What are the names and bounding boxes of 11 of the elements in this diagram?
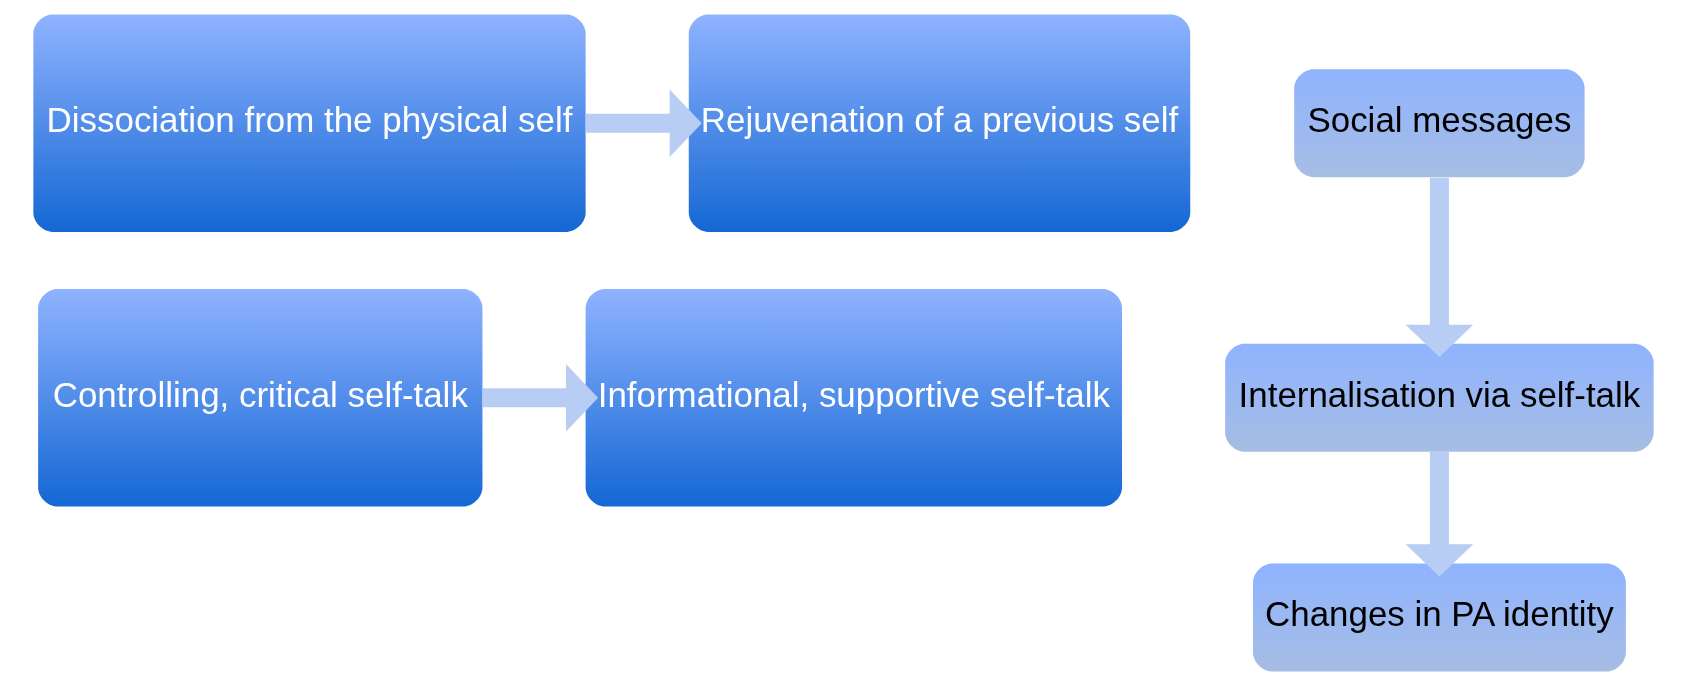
node-box: Informational, supportive self-talk [585,289,1122,507]
arrow [585,89,702,157]
arrow [482,363,599,432]
arrow [1405,177,1474,357]
node-box: Rejuvenation of a previous self [688,14,1191,232]
node-box: Controlling, critical self-talk [38,289,483,507]
node-box: Dissociation from the physical self [33,14,586,232]
node-box: Changes in PA identity [1252,563,1626,672]
node-box: Internalisation via self-talk [1225,343,1654,452]
arrow [1405,451,1474,577]
node-box: Social messages [1294,69,1585,178]
